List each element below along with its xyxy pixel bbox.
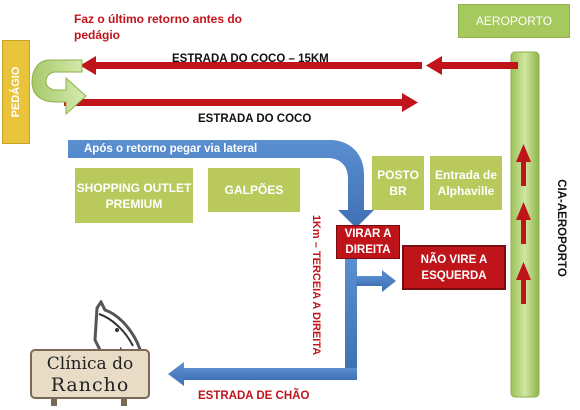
estrada-do-coco-westbound-arrow	[80, 56, 518, 75]
u-turn-arrow	[31, 59, 87, 116]
cia-aeroporto-label-wrap: CIA-AEROPORTO	[546, 148, 576, 308]
road-second-label: ESTRADA DO COCO	[198, 113, 312, 125]
road-top-label: ESTRADA DO COCO – 15KM	[172, 53, 329, 65]
alphaville-box: Entrada de Alphaville	[430, 156, 502, 210]
virar-direita-box: VIRAR A DIREITA	[336, 225, 400, 259]
logo-line1: Clínica do	[46, 354, 134, 374]
clinica-rancho-logo: Clínica do Rancho	[25, 300, 155, 406]
terceira-label: 1Km – TERCEIA A DIREITA	[310, 214, 322, 356]
northbound-arrows	[516, 144, 531, 304]
estrada-do-coco-eastbound-arrow	[64, 93, 418, 112]
logo-line2: Rancho	[50, 374, 130, 396]
blue-route	[68, 140, 396, 386]
via-lateral-label: Após o retorno pegar via lateral	[84, 143, 258, 155]
estrada-chao-label: ESTRADA DE CHÃO	[198, 390, 310, 402]
galpoes-box: GALPÕES	[208, 168, 300, 212]
posto-box: POSTO BR	[372, 156, 424, 210]
cia-aeroporto-label: CIA-AEROPORTO	[555, 179, 567, 277]
terceira-label-wrap: 1Km – TERCEIA A DIREITA	[306, 210, 326, 360]
pedagio-label: PEDÁGIO	[10, 66, 22, 118]
nao-vire-box: NÃO VIRE A ESQUERDA	[402, 245, 506, 290]
pedagio-box: PEDÁGIO	[2, 40, 30, 144]
aeroporto-box: AEROPORTO	[458, 4, 570, 38]
shopping-box: SHOPPING OUTLET PREMIUM	[75, 168, 193, 223]
horse-icon	[30, 300, 150, 406]
note-text: Faz o último retorno antes do pedágio	[74, 12, 243, 42]
